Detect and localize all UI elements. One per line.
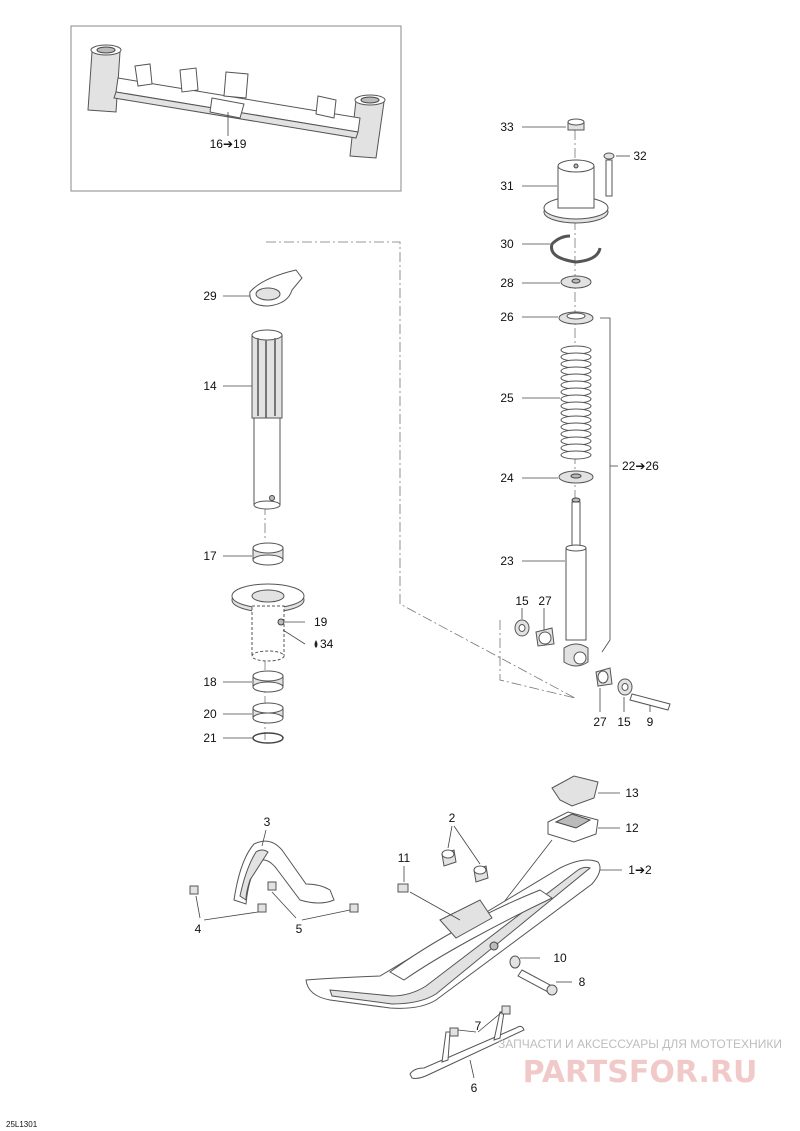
callout-12: 12 (625, 821, 639, 835)
inset-frame (70, 25, 402, 192)
callout-13: 13 (625, 786, 639, 800)
callout-20: 20 (203, 707, 217, 721)
callout-5: 5 (296, 922, 303, 936)
callout-34: 34 (320, 637, 334, 651)
callout-27-a: 27 (538, 594, 552, 608)
spindle-assembly: 29 14 17 19 34 18 (203, 269, 334, 745)
callout-14: 14 (203, 379, 217, 393)
callout-1-2: 1➔2 (628, 863, 652, 877)
callout-33: 33 (500, 120, 514, 134)
callout-19: 19 (314, 615, 328, 629)
callout-23: 23 (500, 554, 514, 568)
callout-6: 6 (471, 1081, 478, 1095)
callout-11: 11 (398, 851, 411, 865)
callout-17: 17 (203, 549, 217, 563)
callout-4: 4 (195, 922, 202, 936)
coil-spring (560, 345, 592, 460)
callout-2: 2 (449, 811, 456, 825)
watermark-logo: PARTSFOR.RU (523, 1055, 758, 1090)
callout-21: 21 (203, 731, 217, 745)
callout-26: 26 (500, 310, 514, 324)
callout-24: 24 (500, 471, 514, 485)
callout-10: 10 (553, 951, 567, 965)
callout-16-19: 16➔19 (210, 137, 247, 151)
callout-32: 32 (633, 149, 647, 163)
ski-assembly: 13 12 1➔2 2 11 10 8 (189, 775, 652, 1095)
crossbar-inset: 16➔19 (70, 25, 402, 192)
callout-27-b: 27 (593, 715, 607, 729)
callout-8: 8 (579, 975, 586, 989)
callout-3: 3 (264, 815, 271, 829)
callout-7: 7 (475, 1019, 482, 1033)
callout-28: 28 (500, 276, 514, 290)
callout-31: 31 (500, 179, 514, 193)
callout-18: 18 (203, 675, 217, 689)
callout-25: 25 (500, 391, 514, 405)
drawing-code: 25L1301 (6, 1120, 38, 1129)
grease-drop-icon (314, 640, 318, 648)
watermark-tagline: ЗАПЧАСТИ И АКСЕССУАРЫ ДЛЯ МОТОТЕХНИКИ (498, 1037, 782, 1051)
callout-29: 29 (203, 289, 217, 303)
assembly-line-c (499, 620, 576, 699)
callout-9: 9 (647, 715, 654, 729)
shock-assembly: 33 31 32 30 28 26 (500, 118, 671, 729)
callout-15-a: 15 (515, 594, 529, 608)
assembly-line-a (266, 241, 576, 699)
callout-15-b: 15 (617, 715, 631, 729)
callout-22-26: 22➔26 (622, 459, 659, 473)
callout-30: 30 (500, 237, 514, 251)
